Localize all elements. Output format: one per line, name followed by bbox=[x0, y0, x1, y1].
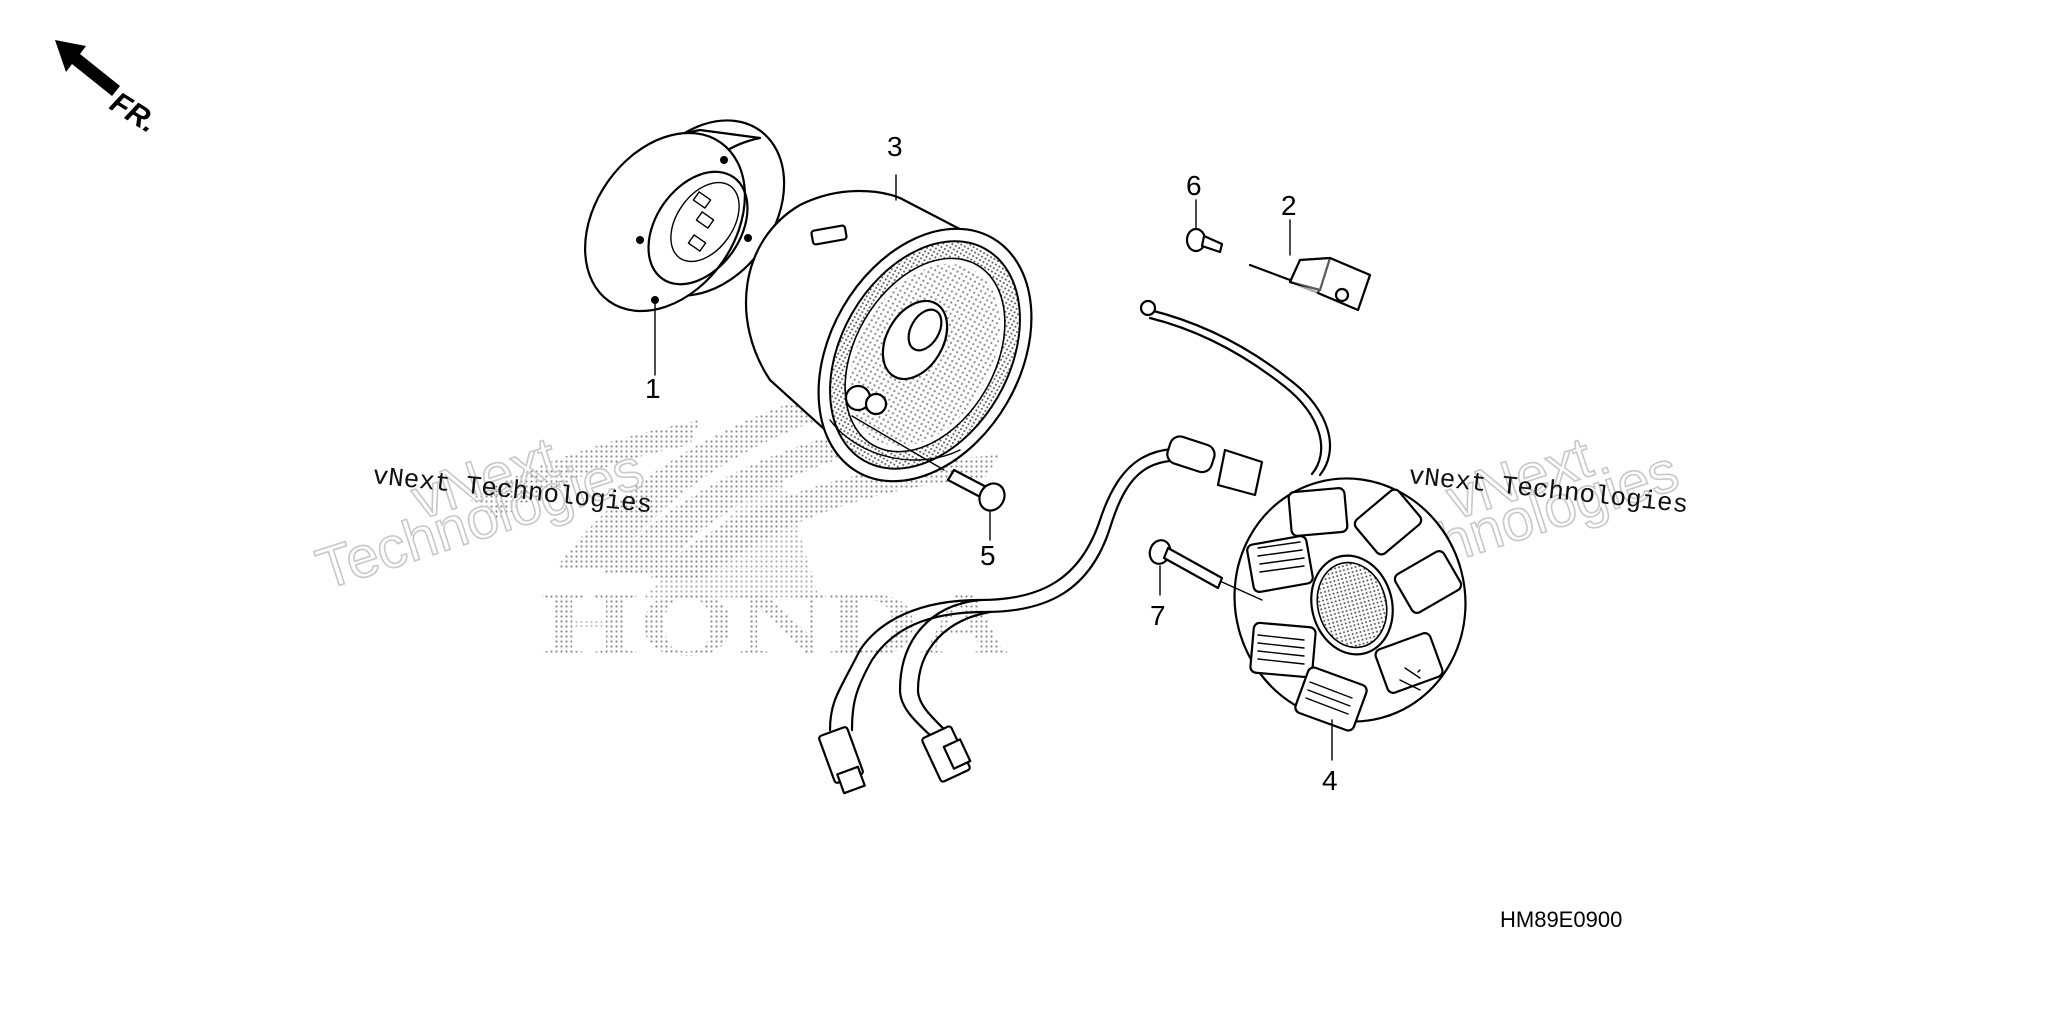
callout-5: 5 bbox=[980, 540, 996, 571]
stator-bolt bbox=[1148, 539, 1263, 601]
honda-logo-text: HONDA bbox=[540, 573, 1010, 675]
flywheel-bolt bbox=[851, 415, 1006, 512]
diagram-reference-code: HM89E0900 bbox=[1500, 907, 1622, 932]
honda-wing-logo-icon: HONDA bbox=[470, 360, 1010, 675]
callout-6: 6 bbox=[1186, 170, 1202, 201]
pulse-generator bbox=[1248, 256, 1372, 312]
flywheel-gear-ring bbox=[584, 119, 786, 313]
wire-connector-left bbox=[818, 726, 866, 795]
stator-coil-poles bbox=[1246, 487, 1463, 732]
front-direction-arrow-icon bbox=[55, 40, 120, 96]
pulse-generator-bolt bbox=[1185, 227, 1224, 254]
stator-coil-assembly bbox=[1233, 477, 1467, 732]
wire-harness bbox=[828, 299, 1332, 742]
flywheel-rotor bbox=[744, 189, 1033, 483]
leader-lines bbox=[654, 174, 1421, 761]
callout-7: 7 bbox=[1150, 600, 1166, 631]
wire-connector-right bbox=[921, 725, 972, 783]
callout-1: 1 bbox=[645, 373, 661, 404]
callout-3: 3 bbox=[887, 131, 903, 162]
callout-4: 4 bbox=[1322, 765, 1338, 796]
callout-2: 2 bbox=[1281, 190, 1297, 221]
